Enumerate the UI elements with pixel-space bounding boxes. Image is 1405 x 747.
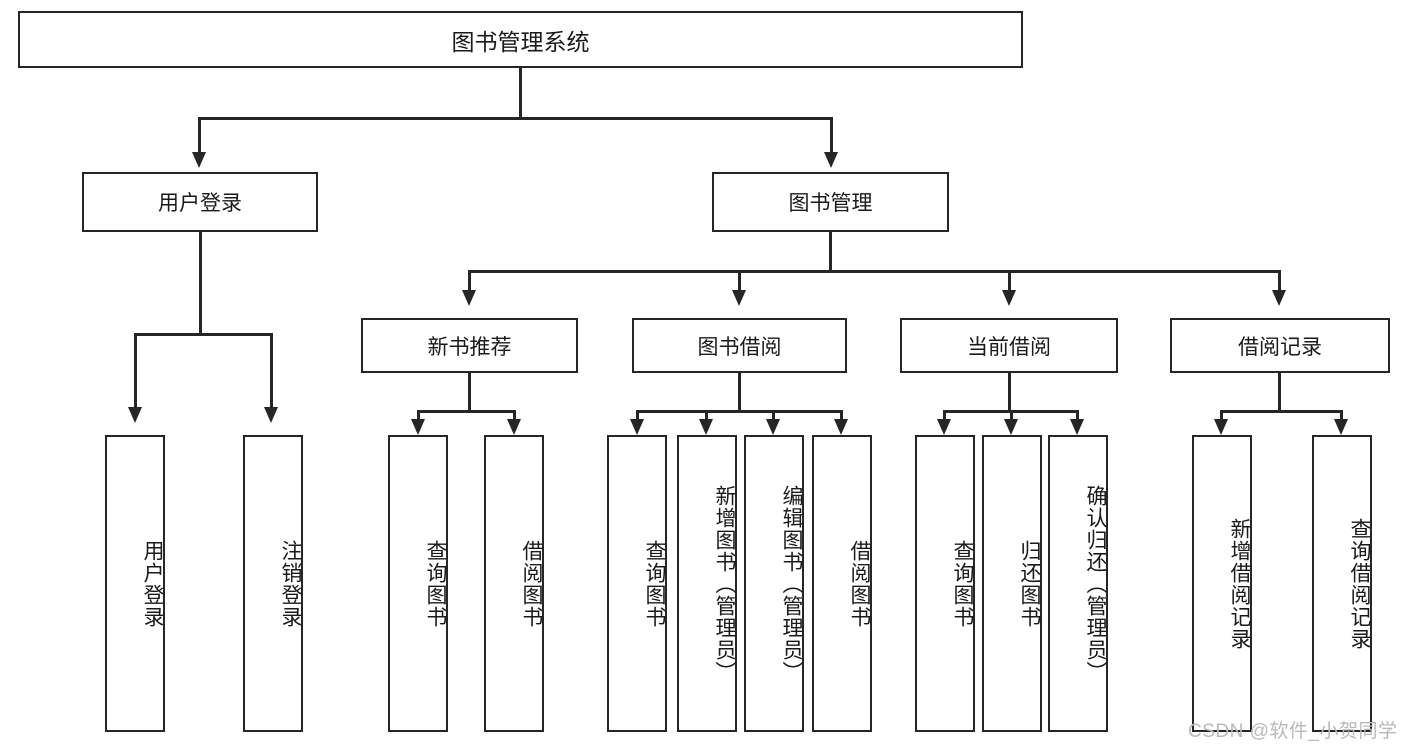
- connector-recommend-drop-1: [417, 410, 420, 422]
- connector-borrow-drop-3: [772, 410, 775, 422]
- node-label: 查询图书: [951, 539, 974, 628]
- arrow-to-leaf-query-record: [1334, 419, 1348, 435]
- leaf-logout[interactable]: 注销登录: [243, 435, 303, 732]
- leaf-edit-book-admin[interactable]: 编辑图书（管理员）: [744, 435, 804, 732]
- leaf-query-book-borrow[interactable]: 查询图书: [607, 435, 667, 732]
- connector-book-mgmt-drop-1: [468, 270, 471, 292]
- connector-user-login-stem: [199, 232, 202, 333]
- node-label: 查询图书: [424, 539, 447, 628]
- node-label: 借阅图书: [520, 539, 543, 628]
- connector-current-drop-2: [1010, 410, 1013, 422]
- leaf-add-book-admin[interactable]: 新增图书（管理员）: [677, 435, 737, 732]
- connector-borrow-stem: [738, 373, 741, 410]
- node-label: 注销登录: [279, 539, 302, 628]
- connector-root-bus: [198, 117, 832, 120]
- connector-user-login-bus: [134, 333, 272, 336]
- connector-book-mgmt-drop-3: [1008, 270, 1011, 292]
- connector-recommend-stem: [468, 373, 471, 410]
- arrow-to-leaf-query-book-2: [630, 419, 644, 435]
- node-book-borrow[interactable]: 图书借阅: [632, 318, 847, 373]
- node-label: 用户登录: [141, 539, 164, 628]
- node-root-system[interactable]: 图书管理系统: [18, 11, 1023, 68]
- csdn-watermark: CSDN @软件_小贺同学: [1188, 721, 1398, 742]
- arrow-to-book-management: [824, 152, 838, 168]
- connector-root-drop-1: [198, 117, 201, 154]
- arrow-to-new-book-recommend: [462, 290, 476, 306]
- leaf-query-borrow-record[interactable]: 查询借阅记录: [1312, 435, 1372, 732]
- node-book-management[interactable]: 图书管理: [712, 172, 949, 232]
- node-user-login[interactable]: 用户登录: [82, 172, 318, 232]
- node-label: 图书管理系统: [451, 28, 590, 55]
- arrow-to-leaf-confirm-return: [1070, 419, 1084, 435]
- node-label: 归还图书: [1018, 539, 1041, 628]
- arrow-to-leaf-add-record: [1214, 419, 1228, 435]
- connector-record-drop-1: [1220, 410, 1223, 422]
- leaf-add-borrow-record[interactable]: 新增借阅记录: [1192, 435, 1252, 732]
- node-label: 查询图书: [643, 539, 666, 628]
- arrow-to-leaf-query-book-3: [937, 419, 951, 435]
- node-label: 新书推荐: [427, 335, 512, 359]
- connector-book-mgmt-bus: [468, 270, 1280, 273]
- node-label: 当前借阅: [967, 335, 1051, 359]
- arrow-to-user-login: [192, 152, 206, 168]
- leaf-borrow-book-recommend[interactable]: 借阅图书: [484, 435, 544, 732]
- arrow-to-current-borrow: [1002, 290, 1016, 306]
- leaf-query-book-recommend[interactable]: 查询图书: [388, 435, 448, 732]
- connector-recommend-bus: [417, 410, 515, 413]
- leaf-user-login[interactable]: 用户登录: [105, 435, 165, 732]
- connector-borrow-drop-2: [705, 410, 708, 422]
- connector-record-stem: [1278, 373, 1281, 410]
- connector-borrow-bus: [636, 410, 842, 413]
- node-label: 图书借阅: [697, 335, 782, 359]
- connector-book-mgmt-drop-2: [738, 270, 741, 292]
- leaf-borrow-book[interactable]: 借阅图书: [812, 435, 872, 732]
- arrow-to-leaf-logout: [264, 407, 278, 423]
- arrow-to-leaf-borrow-book-1: [507, 419, 521, 435]
- connector-record-drop-2: [1340, 410, 1343, 422]
- arrow-to-book-borrow: [732, 290, 746, 306]
- arrow-to-leaf-user-login: [128, 407, 142, 423]
- leaf-return-book[interactable]: 归还图书: [982, 435, 1042, 732]
- connector-current-drop-3: [1076, 410, 1079, 422]
- node-borrow-record[interactable]: 借阅记录: [1170, 318, 1390, 373]
- connector-borrow-drop-4: [840, 410, 843, 422]
- arrow-to-leaf-query-book-1: [411, 419, 425, 435]
- connector-borrow-drop-1: [636, 410, 639, 422]
- connector-user-login-drop-2: [270, 333, 273, 409]
- arrow-to-leaf-borrow-book-2: [834, 419, 848, 435]
- node-label: 图书管理: [788, 192, 873, 215]
- node-current-borrow[interactable]: 当前借阅: [900, 318, 1118, 373]
- node-label: 编辑图书（管理员）: [780, 484, 803, 683]
- arrow-to-borrow-record: [1272, 290, 1286, 306]
- leaf-confirm-return-admin[interactable]: 确认归还（管理员）: [1048, 435, 1108, 732]
- connector-record-bus: [1220, 410, 1342, 413]
- connector-book-mgmt-stem: [829, 232, 832, 270]
- node-new-book-recommend[interactable]: 新书推荐: [361, 318, 578, 373]
- arrow-to-leaf-edit-book: [766, 419, 780, 435]
- node-label: 用户登录: [158, 192, 242, 215]
- connector-book-mgmt-drop-4: [1278, 270, 1281, 292]
- connector-user-login-drop-1: [134, 333, 137, 409]
- node-label: 新增图书（管理员）: [713, 484, 736, 683]
- node-label: 新增借阅记录: [1228, 517, 1251, 650]
- arrow-to-leaf-return-book: [1004, 419, 1018, 435]
- connector-root-stem: [519, 68, 522, 117]
- connector-current-drop-1: [943, 410, 946, 422]
- connector-current-stem: [1008, 373, 1011, 410]
- node-label: 借阅记录: [1238, 335, 1322, 359]
- node-label: 查询借阅记录: [1348, 517, 1371, 650]
- leaf-query-book-current[interactable]: 查询图书: [915, 435, 975, 732]
- connector-recommend-drop-2: [513, 410, 516, 422]
- arrow-to-leaf-add-book: [699, 419, 713, 435]
- node-label: 确认归还（管理员）: [1084, 484, 1107, 683]
- node-label: 借阅图书: [848, 539, 871, 628]
- connector-root-drop-2: [830, 117, 833, 154]
